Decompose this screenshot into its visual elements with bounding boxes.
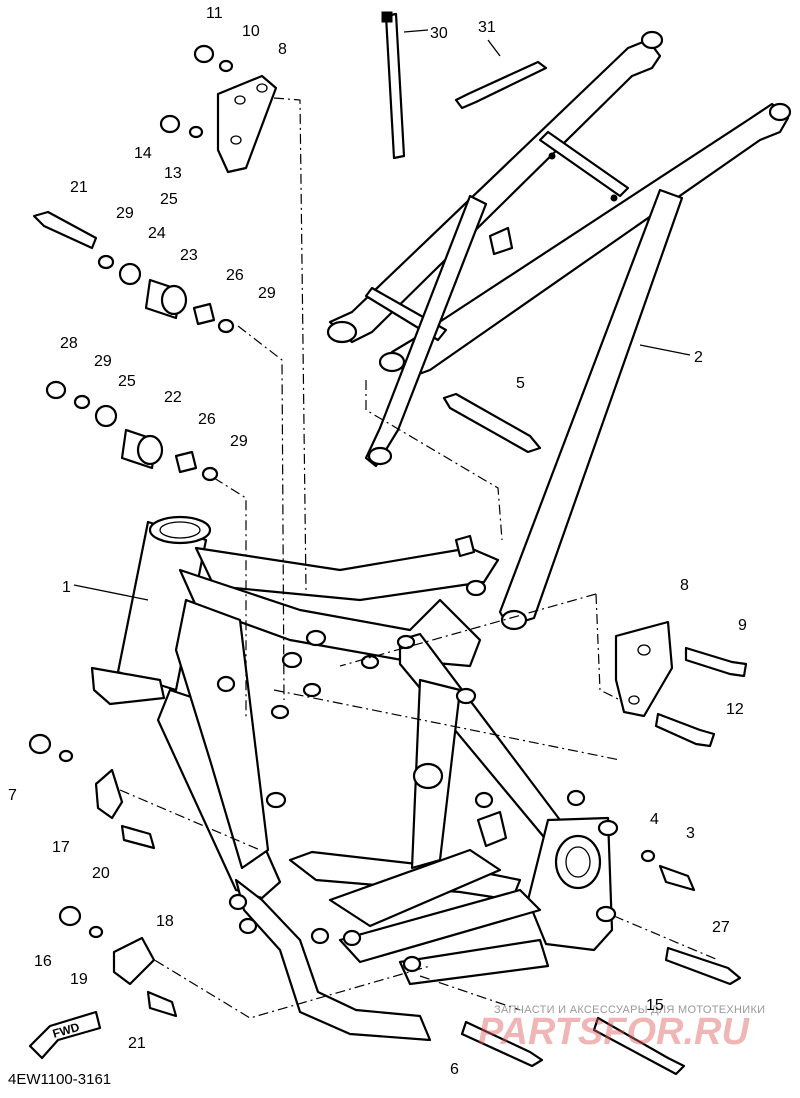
callout-2: 2 (694, 349, 703, 366)
callout-26: 26 (198, 411, 216, 428)
callout-10: 10 (242, 23, 260, 40)
callout-29: 29 (116, 205, 134, 222)
callout-19: 19 (70, 971, 88, 988)
callout-9: 9 (738, 617, 747, 634)
callout-24: 24 (148, 225, 166, 242)
callout-3: 3 (686, 825, 695, 842)
callout-7: 7 (8, 787, 17, 804)
callout-20: 20 (92, 865, 110, 882)
watermark-brand: PARTSFOR.RU (478, 1011, 750, 1053)
callout-30: 30 (430, 25, 448, 42)
watermark-caption: ЗАПЧАСТИ И АКСЕССУАРЫ ДЛЯ МОТОТЕХНИКИ (494, 1004, 765, 1016)
callout-29: 29 (230, 433, 248, 450)
callout-25: 25 (118, 373, 136, 390)
leader-lines (73, 29, 719, 1019)
forward-arrow-icon: FWD (28, 1010, 102, 1060)
callout-8: 8 (278, 41, 287, 58)
callout-27: 27 (712, 919, 730, 936)
callout-29: 29 (258, 285, 276, 302)
callout-28: 28 (60, 335, 78, 352)
callout-12: 12 (726, 701, 744, 718)
callout-5: 5 (516, 375, 525, 392)
callout-13: 13 (164, 165, 182, 182)
callout-11: 11 (206, 5, 223, 22)
callout-15: 15 (646, 997, 664, 1014)
hardware-parts (28, 11, 748, 1076)
callout-25: 25 (160, 191, 178, 208)
callout-21: 21 (70, 179, 88, 196)
callout-22: 22 (164, 389, 182, 406)
callout-23: 23 (180, 247, 198, 264)
callout-6: 6 (450, 1061, 459, 1078)
callout-21: 21 (128, 1035, 146, 1052)
callout-31: 31 (478, 19, 496, 36)
rear-subframe (326, 30, 792, 631)
callout-18: 18 (156, 913, 174, 930)
diagram-code: 4EW1100-3161 (8, 1071, 111, 1088)
callout-8: 8 (680, 577, 689, 594)
callout-4: 4 (650, 811, 659, 828)
callout-1: 1 (62, 579, 71, 596)
callout-14: 14 (134, 145, 152, 162)
callout-labels: 1234567889101112131415161718192021212223… (8, 5, 747, 1078)
callout-26: 26 (226, 267, 244, 284)
callout-16: 16 (34, 953, 52, 970)
callout-17: 17 (52, 839, 70, 856)
main-frame (90, 515, 619, 1042)
callout-29: 29 (94, 353, 112, 370)
